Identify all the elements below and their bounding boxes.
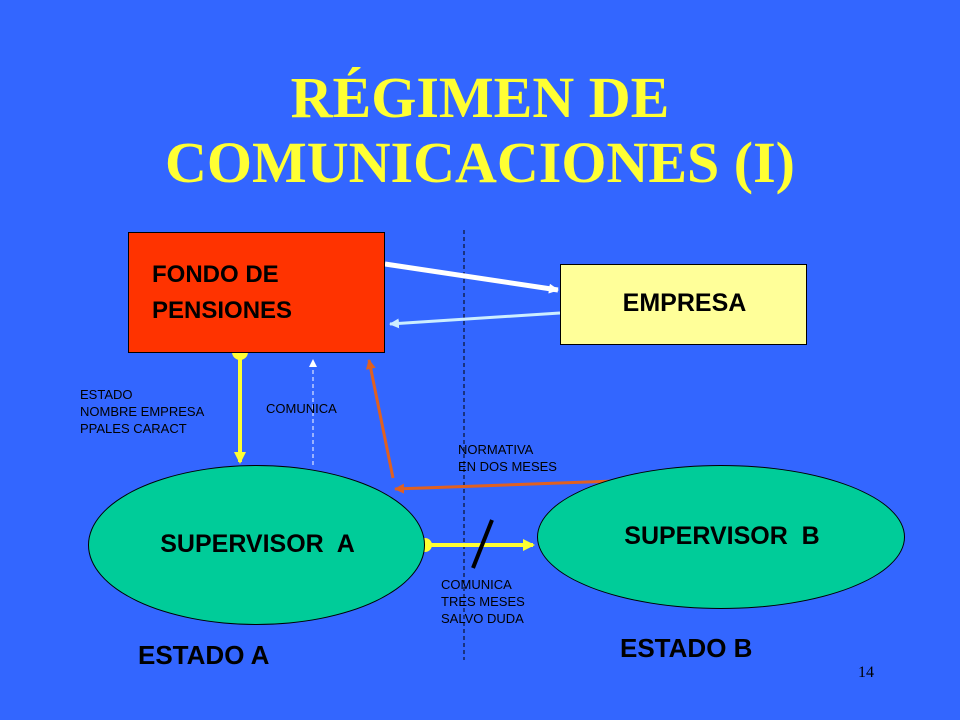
slide-title-line2: COMUNICACIONES (I) (165, 130, 795, 195)
arrow-normativa (394, 479, 616, 494)
empresa-label: EMPRESA (622, 289, 747, 317)
note-line: ESTADO (80, 387, 133, 402)
fondo-de-pensiones-box: FONDO DE PENSIONES (128, 232, 385, 353)
estado-b-label: ESTADO B (620, 633, 753, 663)
note-line: NOMBRE EMPRESA (80, 404, 205, 419)
note-line: EN DOS MESES (458, 459, 557, 474)
supervisor-a-label: SUPERVISOR A (160, 530, 355, 558)
slide-title-line1: RÉGIMEN DE (290, 65, 670, 130)
page-number: 14 (858, 664, 874, 681)
fondo-label-line1: FONDO DE (152, 261, 279, 288)
note-line: NORMATIVA (458, 442, 534, 457)
empresa-box: EMPRESA (560, 264, 807, 345)
fondo-label-line2: PENSIONES (152, 297, 293, 324)
estado-info-note: ESTADO NOMBRE EMPRESA PPALES CARACT (80, 386, 204, 437)
arrow-fondo-to-empresa (384, 261, 559, 294)
comunica-note: COMUNICA (266, 401, 337, 416)
estado-a-label: ESTADO A (138, 640, 270, 670)
blocked-slash (471, 519, 494, 569)
note-line: COMUNICA (441, 577, 512, 592)
supervisor-b-label: SUPERVISOR B (624, 522, 820, 550)
note-line: TRES MESES (441, 594, 525, 609)
comunica-tres-note: COMUNICA TRES MESES SALVO DUDA (441, 576, 525, 627)
arrow-supervisor-a-to-fondo (365, 359, 395, 479)
normativa-note: NORMATIVA EN DOS MESES (458, 441, 557, 475)
supervisor-a-ellipse: SUPERVISOR A (88, 465, 425, 625)
note-line: PPALES CARACT (80, 421, 187, 436)
arrow-empresa-to-fondo (389, 311, 561, 329)
supervisor-b-ellipse: SUPERVISOR B (537, 465, 905, 609)
note-line: SALVO DUDA (441, 611, 524, 626)
